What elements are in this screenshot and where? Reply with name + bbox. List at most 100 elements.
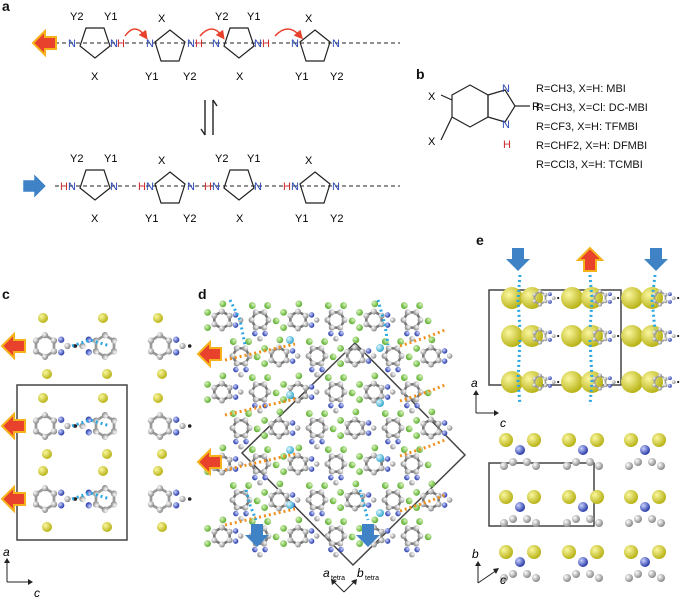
axis-a-e: a <box>471 376 478 390</box>
atom-icon <box>578 557 588 567</box>
atom-icon <box>42 369 52 379</box>
svg-text:Y1: Y1 <box>247 153 260 165</box>
atom-icon <box>42 449 52 459</box>
hydrogen-bond-icon <box>399 438 446 458</box>
atom-icon <box>102 449 112 459</box>
hydrogen-bond-icon <box>399 383 446 403</box>
svg-text:H: H <box>283 181 291 193</box>
atom-icon <box>157 449 167 459</box>
svg-text:H: H <box>204 181 212 193</box>
molecule-icon <box>399 516 433 559</box>
atom-icon <box>501 287 523 309</box>
molecule-icon <box>247 300 281 343</box>
molecule-icon <box>146 410 193 442</box>
molecule-icon <box>247 444 281 487</box>
atom-icon <box>634 458 642 466</box>
svg-text:N: N <box>187 38 195 50</box>
atom-icon <box>509 570 517 578</box>
svg-text:Y2: Y2 <box>183 71 196 83</box>
molecule-icon <box>304 336 338 379</box>
panel-label-a: a <box>2 0 10 14</box>
atom-icon <box>98 393 108 403</box>
svg-text:Y1: Y1 <box>145 71 158 83</box>
axis-b-e: b <box>472 547 479 561</box>
atom-icon <box>625 462 633 470</box>
atom-icon <box>625 519 633 527</box>
atom-icon <box>640 502 650 512</box>
molecule-icon <box>31 483 78 515</box>
atom-icon <box>157 522 167 532</box>
atom-icon <box>153 393 163 403</box>
atom-icon <box>501 371 523 393</box>
hydrogen-bond-icon <box>228 299 247 346</box>
atom-icon <box>523 570 531 578</box>
svg-text:N: N <box>332 38 340 50</box>
molecule-icon <box>72 410 119 442</box>
molecule-icon <box>304 480 338 523</box>
atom-icon <box>376 454 384 462</box>
panel-b-benzimidazole: X X R N N H <box>428 83 540 151</box>
svg-text:N: N <box>110 38 118 50</box>
legend-item-dc-mbi: R=CH3, X=Cl: DC-MBI <box>536 102 648 114</box>
svg-text:X: X <box>428 136 436 148</box>
atom-icon <box>102 369 112 379</box>
molecule-icon <box>278 515 321 549</box>
molecule-icon <box>380 336 414 379</box>
atom-icon <box>578 502 588 512</box>
molecule-icon <box>411 479 454 513</box>
svg-text:Y1: Y1 <box>247 11 260 23</box>
molecule-icon <box>146 330 193 362</box>
svg-text:Y2: Y2 <box>330 71 343 83</box>
svg-text:N: N <box>146 38 154 50</box>
atom-icon <box>499 490 513 504</box>
hydrogen-bond-icon <box>71 418 111 428</box>
svg-text:N: N <box>254 38 262 50</box>
atom-icon <box>376 509 384 517</box>
atom-icon <box>286 446 294 454</box>
svg-text:Y2: Y2 <box>70 11 83 23</box>
molecule-icon <box>380 480 414 523</box>
svg-text:N: N <box>110 181 118 193</box>
svg-text:N: N <box>502 83 510 95</box>
hydrogen-bond-icon <box>650 274 657 331</box>
atom-icon <box>572 570 580 578</box>
atom-icon <box>563 574 571 582</box>
atom-icon <box>595 462 603 470</box>
hydrogen-bond-icon <box>516 339 522 406</box>
svg-text:N: N <box>212 181 220 193</box>
molecule-icon <box>411 407 454 441</box>
atom-icon <box>561 287 583 309</box>
atom-icon <box>563 462 571 470</box>
hydrogen-bond-icon <box>224 452 296 472</box>
atom-icon <box>624 490 638 504</box>
svg-text:N: N <box>68 181 76 193</box>
panel-label-e: e <box>476 232 484 248</box>
axis-a-tetra: a <box>323 566 330 580</box>
molecule-icon <box>354 443 397 477</box>
molecule-icon <box>202 515 245 549</box>
atom-icon <box>590 490 604 504</box>
svg-text:X: X <box>428 91 436 103</box>
atom-icon <box>652 433 666 447</box>
atom-icon <box>652 545 666 559</box>
molecule-icon <box>323 516 357 559</box>
molecule-icon <box>399 300 433 343</box>
svg-text:X: X <box>305 13 313 25</box>
atom-icon <box>595 574 603 582</box>
hydrogen-bond-icon <box>588 339 594 406</box>
atom-icon <box>38 393 48 403</box>
atom-icon <box>624 433 638 447</box>
atom-icon <box>286 501 294 509</box>
svg-text:Y2: Y2 <box>330 213 343 225</box>
atom-icon <box>515 502 525 512</box>
axis-c-e: c <box>500 416 506 430</box>
axis-c-e2: c <box>500 573 506 587</box>
molecule-icon <box>323 300 357 343</box>
panel-d-structure <box>196 299 467 593</box>
molecule-icon <box>202 371 245 405</box>
atom-icon <box>640 557 650 567</box>
atom-icon <box>98 466 108 476</box>
panel-e-structure <box>473 246 681 584</box>
hydrogen-bond-icon <box>244 489 258 521</box>
atom-icon <box>501 325 523 347</box>
